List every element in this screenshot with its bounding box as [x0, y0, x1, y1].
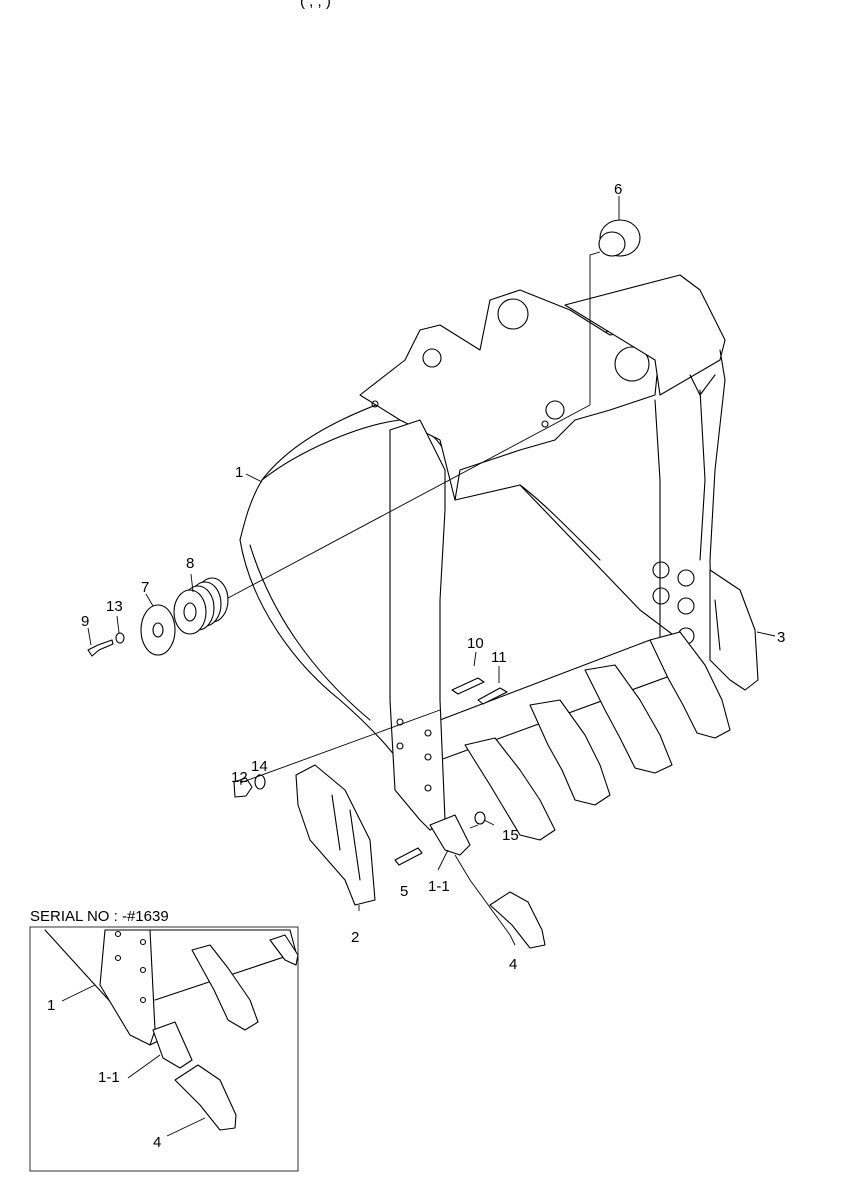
part-9-bolt — [87, 639, 114, 657]
part-4-tooth — [489, 891, 546, 949]
callout-11: 11 — [491, 649, 507, 666]
callout-6: 6 — [614, 181, 622, 198]
part-13-washer — [115, 632, 125, 644]
part-12-nut — [233, 777, 253, 798]
callout-12: 12 — [231, 769, 248, 786]
part-5-pin — [394, 847, 423, 866]
callout-8: 8 — [186, 555, 194, 572]
callout-1-1: 1-1 — [428, 878, 450, 895]
part-6-bushing — [598, 219, 641, 257]
inset-callout-1-1: 1-1 — [98, 1069, 120, 1086]
callout-14: 14 — [251, 758, 268, 775]
callout-7: 7 — [141, 579, 149, 596]
header-fragment: ( , , ) — [300, 0, 331, 10]
part-7-plate — [140, 604, 176, 656]
callout-3: 3 — [777, 629, 785, 646]
callout-labels: 1 2 3 4 5 6 7 8 9 10 11 12 13 14 15 1-1 — [81, 181, 785, 973]
inset-frame — [29, 926, 299, 1172]
inset-callout-4: 4 — [153, 1134, 161, 1151]
leader-lines — [87, 196, 776, 946]
callout-2: 2 — [351, 929, 359, 946]
part-8-shim — [173, 577, 229, 635]
serial-inset: SERIAL NO : -#1639 1 1-1 4 — [29, 908, 299, 1172]
part-2-side-cutter — [295, 764, 376, 906]
bucket-assembly — [214, 251, 759, 856]
callout-5: 5 — [400, 883, 408, 900]
part-14-washer — [254, 774, 266, 790]
callout-15: 15 — [502, 827, 519, 844]
inset-callout-1: 1 — [47, 997, 55, 1014]
callout-9: 9 — [81, 613, 89, 630]
part-15-washer — [474, 811, 486, 825]
callout-10: 10 — [467, 635, 484, 652]
callout-1: 1 — [235, 464, 243, 481]
part-11-bolt — [477, 687, 508, 705]
callout-4: 4 — [509, 956, 517, 973]
callout-13: 13 — [106, 598, 123, 615]
part-10-bolt — [451, 677, 485, 695]
serial-number-label: SERIAL NO : -#1639 — [30, 908, 169, 925]
bucket-teeth — [464, 631, 731, 841]
